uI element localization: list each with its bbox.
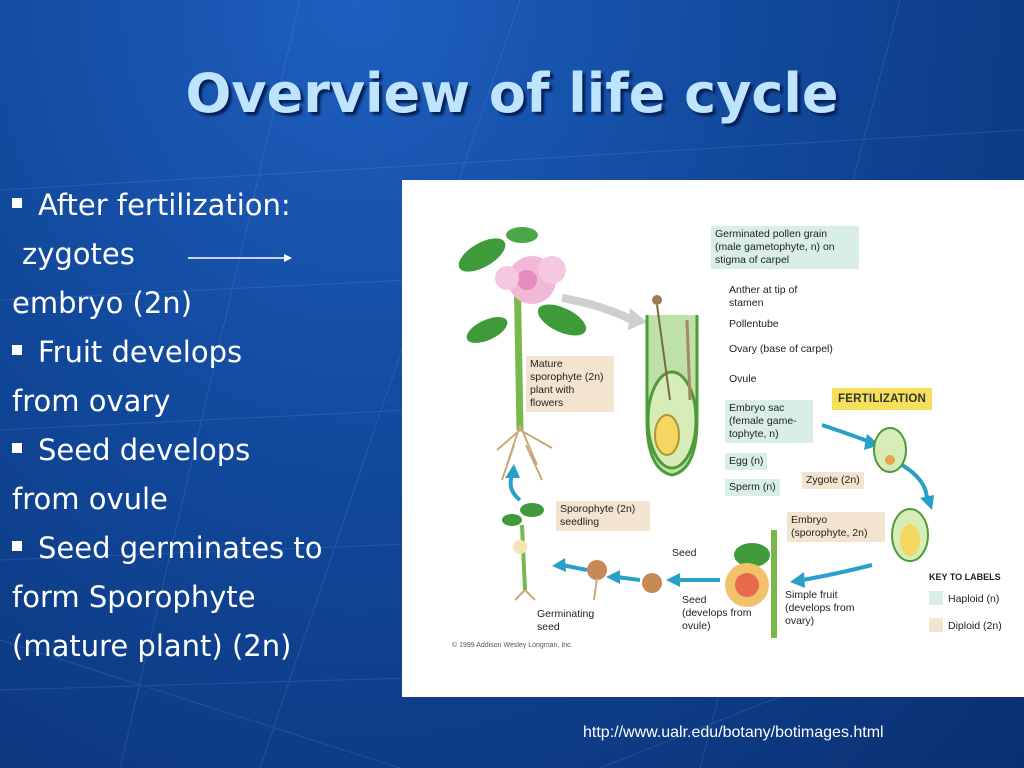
list-line: embryo (2n) <box>12 286 193 320</box>
key-diploid: Diploid (2n) <box>948 620 1002 632</box>
label-embryo: Embryo (sporophyte, 2n) <box>787 512 885 542</box>
bullet-square-icon <box>12 541 22 551</box>
life-cycle-illustration <box>458 227 943 638</box>
life-cycle-figure: Germinated pollen grain (male gametophyt… <box>402 180 1024 697</box>
label-ovary: Ovary (base of carpel) <box>729 343 833 355</box>
bullet-item: Seed develops <box>12 433 250 467</box>
bullet-square-icon <box>12 443 22 453</box>
fertilization-label: FERTILIZATION <box>832 388 932 410</box>
label-sporophyte-seedling: Sporophyte (2n) seedling <box>556 501 650 531</box>
label-seed: Seed <box>672 547 697 559</box>
label-simple-fruit: Simple fruit (develops from ovary) <box>785 589 855 627</box>
bullet-item: Fruit develops <box>12 335 242 369</box>
list-line: from ovary <box>12 384 171 418</box>
bullet-item: Seed germinates to <box>12 531 323 565</box>
figure-copyright: © 1999 Addison Wesley Longman, Inc. <box>452 642 573 649</box>
key-haploid: Haploid (n) <box>948 593 1000 605</box>
list-line: form Sporophyte <box>12 580 256 614</box>
list-line: zygotes <box>22 237 135 271</box>
bullet-item: After fertilization: <box>12 188 291 222</box>
label-ovule: Ovule <box>729 373 757 385</box>
label-anther: Anther at tip of stamen <box>729 284 798 309</box>
slide-title: Overview of life cycle <box>185 62 839 125</box>
list-line: from ovule <box>12 482 168 516</box>
label-pollen-tube: Pollentube <box>729 318 779 330</box>
label-embryo-sac: Embryo sac (female game-tophyte, n) <box>725 400 813 443</box>
bullet-square-icon <box>12 198 22 208</box>
right-arrow-icon <box>188 254 292 262</box>
label-germinating-seed: Germinating seed <box>537 608 595 633</box>
label-mature-sporophyte: Mature sporophyte (2n) plant with flower… <box>526 356 614 412</box>
label-sperm: Sperm (n) <box>725 479 780 496</box>
list-line: (mature plant) (2n) <box>12 629 292 663</box>
label-pollen-grain: Germinated pollen grain (male gametophyt… <box>711 226 859 269</box>
source-url[interactable]: http://www.ualr.edu/botany/botimages.htm… <box>583 724 884 741</box>
bullet-square-icon <box>12 345 22 355</box>
label-seed-develops: Seed (develops from ovule) <box>682 594 752 632</box>
key-title: KEY TO LABELS <box>929 572 1001 582</box>
label-egg: Egg (n) <box>725 453 768 470</box>
label-zygote: Zygote (2n) <box>802 472 864 489</box>
